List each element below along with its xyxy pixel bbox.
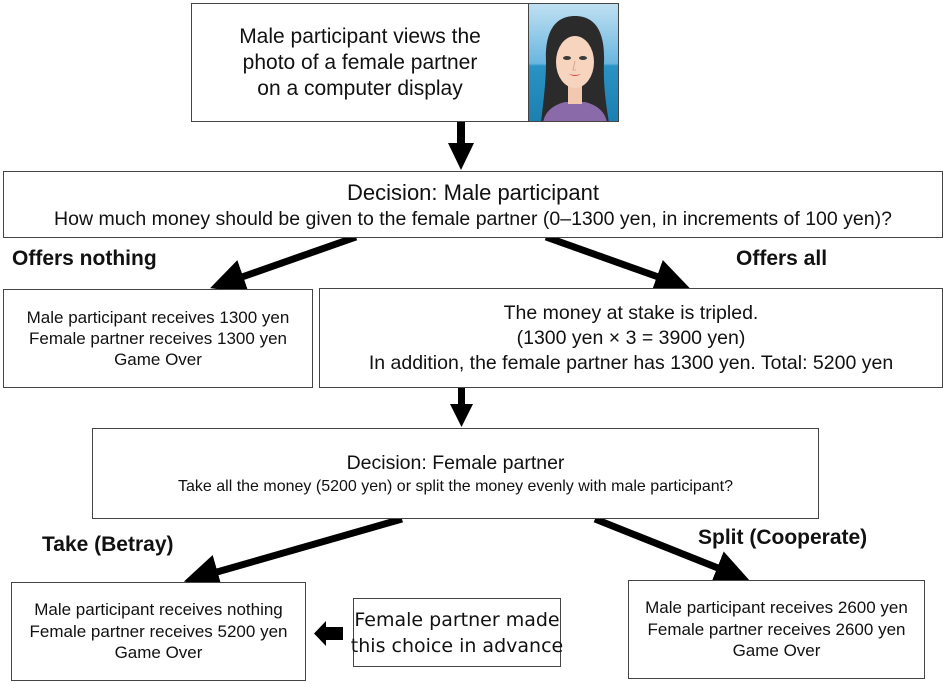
outcome-nothing-line-2: Female partner receives 1300 yen <box>29 329 287 348</box>
advance-note-line-1: Female partner made <box>354 608 560 631</box>
branch-label-offers-all: Offers all <box>736 247 828 270</box>
outcome-all-line-3: In addition, the female partner has 1300… <box>368 351 894 374</box>
arrow-take <box>183 515 403 589</box>
female-decision-question: Take all the money (5200 yen) or split t… <box>178 477 733 495</box>
outcome-split-line-1: Male participant receives 2600 yen <box>645 598 908 618</box>
female-decision-box: Decision: Female partner Take all the mo… <box>92 428 819 519</box>
arrow-offers-all <box>544 233 690 293</box>
outcome-all-line-1: The money at stake is tripled. <box>503 301 759 324</box>
branch-label-take: Take (Betray) <box>42 533 174 556</box>
start-line-3: on a computer display <box>257 76 463 100</box>
outcome-take-line-1: Male participant receives nothing <box>34 600 283 620</box>
arrow-split <box>593 515 750 584</box>
advance-note-line-2: this choice in advance <box>350 634 564 657</box>
outcome-split-line-2: Female partner receives 2600 yen <box>647 619 906 639</box>
outcome-all-line-2: (1300 yen × 3 = 3900 yen) <box>516 326 746 349</box>
branch-label-split: Split (Cooperate) <box>698 526 868 549</box>
branch-label-offers-nothing: Offers nothing <box>12 247 157 270</box>
start-line-1: Male participant views the <box>239 24 481 48</box>
female-portrait-icon <box>528 3 619 122</box>
outcome-nothing-line-3: Game Over <box>114 350 202 369</box>
outcome-take-line-2: Female partner receives 5200 yen <box>29 621 288 641</box>
male-decision-title: Decision: Male participant <box>347 179 599 205</box>
outcome-split-line-3: Game Over <box>732 641 821 661</box>
arrow-start-to-male-decision <box>448 121 474 170</box>
male-decision-question: How much money should be given to the fe… <box>54 207 892 230</box>
arrow-offers-nothing <box>210 233 358 294</box>
outcome-offers-nothing-box: Male participant receives 1300 yen Femal… <box>3 289 313 388</box>
outcome-split-box: Male participant receives 2600 yen Femal… <box>628 580 925 679</box>
outcome-nothing-line-1: Male participant receives 1300 yen <box>26 308 290 327</box>
outcome-offers-all-box: The money at stake is tripled. (1300 yen… <box>319 288 943 388</box>
outcome-take-line-3: Game Over <box>114 643 203 663</box>
outcome-take-box: Male participant receives nothing Female… <box>11 582 306 681</box>
male-decision-box: Decision: Male participant How much mone… <box>3 171 943 238</box>
female-decision-title: Decision: Female partner <box>346 451 565 474</box>
arrow-advance-note-to-take <box>314 621 343 646</box>
arrow-tripled-to-female-decision <box>450 387 473 427</box>
start-box: Male participant views the photo of a fe… <box>191 3 529 122</box>
start-line-2: photo of a female partner <box>242 50 478 74</box>
advance-choice-note-box: Female partner made this choice in advan… <box>350 598 564 667</box>
